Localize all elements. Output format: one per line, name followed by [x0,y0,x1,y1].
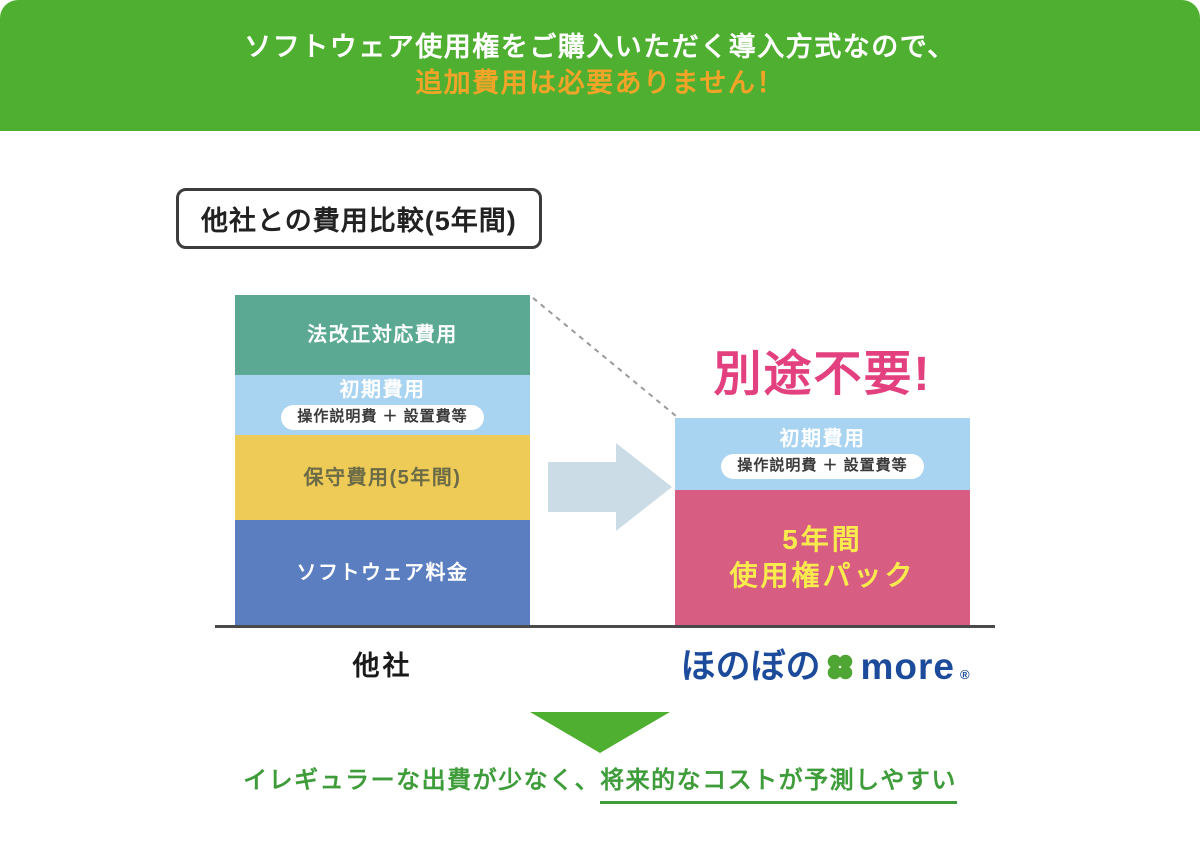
top-banner: ソフトウェア使用権をご購入いただく導入方式なので、 追加費用は必要ありません！ [0,0,1200,131]
segment-legal-revision-label: 法改正対応費用 [307,324,458,346]
dashed-connector-line [532,297,677,417]
segment-5year-license-pack: 5年間 使用権パック [675,490,970,626]
other-company-label: 他社 [352,651,413,681]
logo-text-jp: ほのぼの [680,647,821,686]
honobono-cost-bar: 初期費用 操作説明費 ＋ 設置費等 5年間 使用権パック [675,418,970,626]
license-pack-line-1: 5年間 [782,523,863,555]
banner-line-1: ソフトウェア使用権をご購入いただく導入方式なので、 [244,32,956,62]
logo-text-en: more [860,646,955,687]
other-company-cost-bar: 法改正対応費用 初期費用 操作説明費 ＋ 設置費等 保守費用(5年間) ソフトウ… [235,295,530,625]
segment-initial-cost-left-label: 初期費用 [339,379,426,402]
clover-icon [828,654,853,679]
conclusion-plain-part: イレギュラーな出費が少なく、 [243,767,601,794]
initial-cost-detail-pill-left: 操作説明費 ＋ 設置費等 [281,405,484,430]
segment-software-fee-label: ソフトウェア料金 [296,561,469,584]
registered-mark: ® [959,667,970,682]
segment-initial-cost-right: 初期費用 操作説明費 ＋ 設置費等 [675,418,970,490]
segment-software-fee: ソフトウェア料金 [235,520,530,625]
segment-initial-cost-right-label: 初期費用 [779,428,866,451]
no-extra-cost-callout: 別途不要! [713,348,932,401]
honobono-more-logo: ほのぼの more ® [645,648,1005,685]
conclusion-text: イレギュラーな出費が少なく、将来的なコストが予測しやすい [0,760,1200,804]
segment-legal-revision-cost: 法改正対応費用 [235,295,530,375]
segment-maintenance-label: 保守費用(5年間) [303,466,462,489]
segment-maintenance-cost: 保守費用(5年間) [235,435,530,520]
banner-line-2: 追加費用は必要ありません！ [415,68,785,98]
license-pack-line-2: 使用権パック [729,560,916,591]
down-arrow-icon [530,712,670,753]
comparison-title: 他社との費用比較(5年間) [176,188,542,249]
right-arrow-icon [548,443,672,531]
chart-baseline [215,625,995,628]
segment-initial-cost-left: 初期費用 操作説明費 ＋ 設置費等 [235,375,530,435]
initial-cost-detail-pill-right: 操作説明費 ＋ 設置費等 [721,454,924,479]
conclusion-underlined-part: 将来的なコストが予測しやすい [600,760,957,804]
